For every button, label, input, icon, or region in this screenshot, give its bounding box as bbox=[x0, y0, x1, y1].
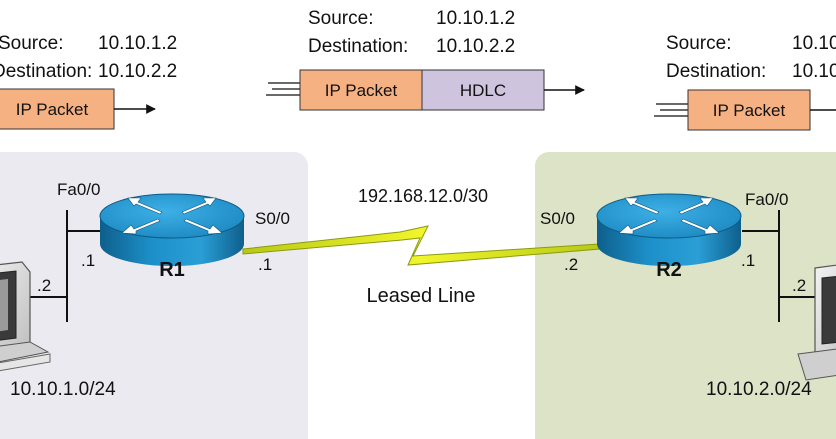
router-r1-icon bbox=[99, 193, 245, 267]
right-lan-ip: .1 bbox=[741, 251, 755, 270]
middle-source-value: 10.10.1.2 bbox=[436, 8, 515, 29]
left-pc-icon bbox=[0, 261, 51, 372]
right-destination-value: 10.10.2.2 bbox=[792, 61, 836, 82]
hdlc-label: HDLC bbox=[460, 81, 506, 100]
router-r2-icon bbox=[596, 193, 742, 267]
link-subnet: 192.168.12.0/30 bbox=[358, 186, 488, 206]
right-packet: IP Packet bbox=[654, 89, 836, 131]
middle-frame: IP Packet HDLC bbox=[266, 69, 585, 111]
right-wan-interface: S0/0 bbox=[540, 209, 575, 228]
middle-destination-value: 10.10.2.2 bbox=[436, 36, 515, 57]
left-lan-ip: .1 bbox=[81, 251, 95, 270]
right-source-value: 10.10.1.2 bbox=[792, 33, 836, 54]
left-host-ip: .2 bbox=[37, 276, 51, 295]
right-pc-icon bbox=[797, 264, 836, 381]
middle-header-info: Source: 10.10.1.2 Destination: 10.10.2.2 bbox=[308, 8, 515, 57]
left-packet: IP Packet bbox=[0, 88, 156, 130]
left-destination-label: Destination: bbox=[0, 61, 92, 82]
right-packet-label: IP Packet bbox=[713, 101, 786, 120]
leased-line-label: Leased Line bbox=[367, 285, 476, 307]
left-wan-ip: .1 bbox=[258, 255, 272, 274]
left-wan-interface: S0/0 bbox=[255, 209, 290, 228]
right-lan-interface: Fa0/0 bbox=[745, 190, 788, 209]
right-network: 10.10.2.0/24 bbox=[706, 379, 812, 400]
right-wan-ip: .2 bbox=[564, 255, 578, 274]
left-source-label: Source: bbox=[0, 33, 63, 54]
middle-destination-label: Destination: bbox=[308, 36, 408, 57]
middle-source-label: Source: bbox=[308, 8, 373, 29]
left-header-info: Source: 10.10.1.2 Destination: 10.10.2.2 bbox=[0, 33, 177, 82]
left-source-value: 10.10.1.2 bbox=[98, 33, 177, 54]
right-host-ip: .2 bbox=[792, 276, 806, 295]
left-network: 10.10.1.0/24 bbox=[10, 379, 116, 400]
left-lan-interface: Fa0/0 bbox=[57, 180, 100, 199]
middle-packet-label: IP Packet bbox=[325, 81, 398, 100]
router-r1-label: R1 bbox=[159, 259, 185, 281]
left-packet-label: IP Packet bbox=[16, 100, 89, 119]
router-r2-label: R2 bbox=[656, 259, 682, 281]
right-destination-label: Destination: bbox=[666, 61, 766, 82]
right-source-label: Source: bbox=[666, 33, 731, 54]
right-header-info: Source: 10.10.1.2 Destination: 10.10.2.2 bbox=[666, 33, 836, 82]
left-destination-value: 10.10.2.2 bbox=[98, 61, 177, 82]
